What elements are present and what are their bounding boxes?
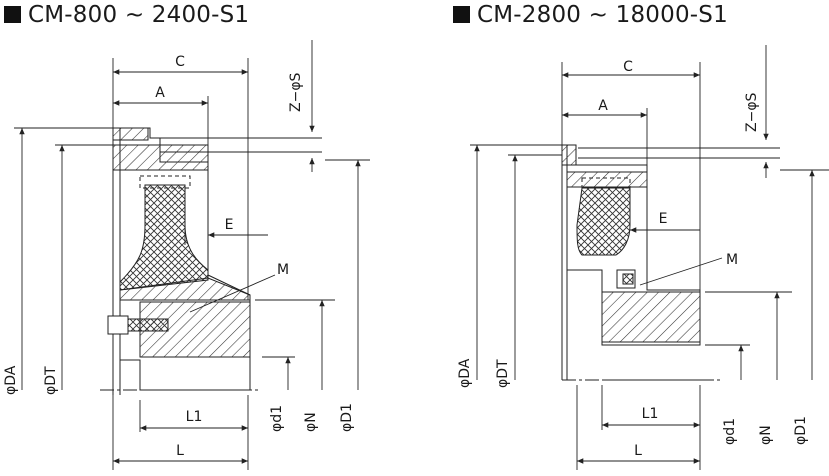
- label-z-s: Z−φS: [288, 72, 304, 112]
- label-da: φDA: [457, 358, 473, 388]
- square-bullet-icon: [4, 6, 21, 23]
- label-z-s: Z−φS: [744, 92, 760, 132]
- label-d1: φd1: [722, 418, 738, 445]
- square-bullet-icon: [453, 6, 470, 23]
- label-n: φN: [303, 412, 319, 432]
- label-d1-outer: φD1: [339, 403, 355, 432]
- label-m: M: [726, 252, 738, 268]
- left-coupling-drawing: [100, 127, 260, 395]
- label-l1: L1: [186, 409, 203, 425]
- label-c: C: [623, 59, 633, 75]
- label-d1-outer: φD1: [793, 416, 809, 445]
- left-diagram-title: CM-800 ~ 2400-S1: [4, 2, 249, 28]
- label-a: A: [598, 98, 608, 114]
- label-e: E: [225, 217, 234, 233]
- label-d1: φd1: [269, 405, 285, 432]
- right-coupling-drawing: [561, 144, 720, 381]
- label-n: φN: [758, 425, 774, 445]
- label-c: C: [175, 54, 185, 70]
- label-l1: L1: [642, 406, 659, 422]
- label-e: E: [659, 211, 668, 227]
- label-l: L: [176, 443, 184, 459]
- left-labels: C A Z−φS E M φDA φDT φd1 φN φD1 L1 L: [3, 54, 355, 459]
- label-l: L: [634, 443, 642, 459]
- right-diagram-title: CM-2800 ~ 18000-S1: [453, 2, 728, 28]
- label-m: M: [277, 262, 289, 278]
- left-dimensions: [14, 40, 370, 470]
- label-da: φDA: [3, 365, 19, 395]
- label-dt: φDT: [43, 366, 59, 395]
- right-labels: C A Z−φS E M φDA φDT φd1 φN φD1 L1 L: [457, 59, 809, 459]
- label-a: A: [155, 85, 165, 101]
- label-dt: φDT: [495, 359, 511, 388]
- right-dimensions: [470, 45, 829, 470]
